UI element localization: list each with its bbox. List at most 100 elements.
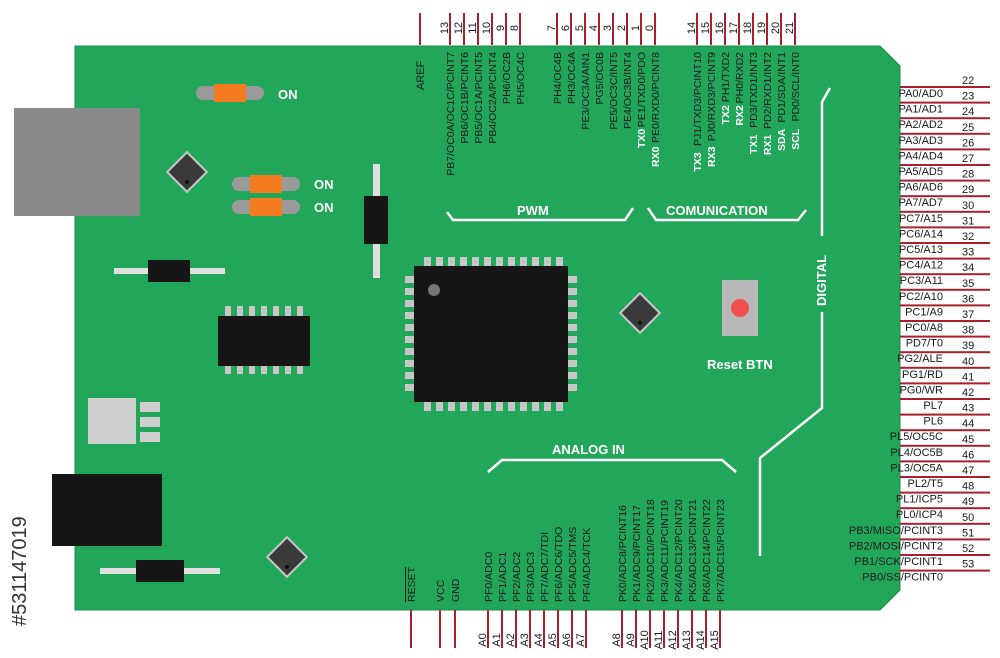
header-pin-21[interactable]: [794, 13, 796, 45]
header-pin-a5[interactable]: [557, 610, 559, 648]
header-pin-8[interactable]: [519, 13, 521, 45]
header-pin-a1[interactable]: [501, 610, 503, 648]
pin-function-50: PB3/MISO/PCINT3: [849, 525, 943, 537]
header-pin-a8[interactable]: [621, 610, 623, 648]
header-pin-a4[interactable]: [543, 610, 545, 648]
pin-number-39: 39: [962, 340, 974, 352]
header-pin-36[interactable]: [900, 304, 990, 307]
header-pin-13[interactable]: [449, 13, 451, 45]
pin-function-51: PB2/MOSI/PCINT2: [849, 540, 943, 552]
header-pin-49[interactable]: [900, 507, 990, 510]
header-pin-aref[interactable]: [419, 13, 421, 45]
header-pin-a7[interactable]: [585, 610, 587, 648]
header-pin-a12[interactable]: [677, 610, 679, 648]
header-pin-42[interactable]: [900, 398, 990, 400]
header-pin-12[interactable]: [463, 13, 465, 45]
header-pin-38[interactable]: [900, 335, 990, 338]
header-pin-41[interactable]: [900, 382, 990, 385]
header-pin-25[interactable]: [900, 132, 990, 135]
pin-function-a11: PK3/ADC11/PCINT19: [659, 500, 671, 602]
reset-button[interactable]: [722, 280, 758, 336]
pin-number-40: 40: [962, 356, 974, 368]
header-pin-17[interactable]: [738, 13, 740, 45]
header-pin-33[interactable]: [900, 257, 990, 260]
pin-function-40: PG1/RD: [902, 369, 943, 381]
pin-function-a2: PF2/ADC2: [511, 552, 523, 602]
header-pin-46[interactable]: [900, 460, 990, 463]
pin-number-53: 53: [962, 559, 974, 571]
header-pin-23[interactable]: [900, 101, 990, 104]
header-pin-14[interactable]: [696, 13, 698, 45]
pin-function-15: PJ0/RXD3/PCINT9: [706, 52, 718, 141]
header-pin-48[interactable]: [900, 491, 990, 494]
pin-function-43: PL6: [923, 416, 943, 428]
header-pin-40[interactable]: [900, 366, 990, 369]
pin-function-20: PD1/SDA/INT1: [776, 52, 788, 123]
header-pin-vcc[interactable]: [439, 610, 441, 648]
pin-function-25: PA3/AD3: [899, 135, 943, 147]
header-pin-37[interactable]: [900, 320, 990, 322]
header-pin-10[interactable]: [491, 13, 493, 45]
header-pin-1[interactable]: [640, 13, 642, 45]
header-pin-43[interactable]: [900, 413, 990, 416]
pin-number-50: 50: [962, 512, 974, 524]
header-pin-a11[interactable]: [663, 610, 665, 648]
header-pin-20[interactable]: [780, 13, 782, 45]
header-pin-2[interactable]: [626, 13, 628, 45]
header-pin-52[interactable]: [900, 554, 990, 556]
header-pin-a9[interactable]: [635, 610, 637, 648]
header-pin-9[interactable]: [505, 13, 507, 45]
header-pin-a14[interactable]: [705, 610, 707, 648]
pin-number-31: 31: [962, 215, 974, 227]
pin-function-19: PD2/RXD1/INT2: [762, 52, 774, 129]
header-pin-7[interactable]: [556, 13, 558, 45]
header-pin-11[interactable]: [477, 13, 479, 45]
pin-number-38: 38: [962, 325, 974, 337]
header-pin-24[interactable]: [900, 117, 990, 120]
header-pin-16[interactable]: [724, 13, 726, 45]
header-pin-gnd[interactable]: [454, 610, 456, 648]
header-pin-53[interactable]: [900, 569, 990, 572]
pin-tag-16: TX2: [720, 105, 732, 124]
pin-function-47: PL2/T5: [908, 478, 943, 490]
header-pin-34[interactable]: [900, 273, 990, 276]
header-pin-32[interactable]: [900, 242, 990, 244]
header-pin-18[interactable]: [752, 13, 754, 45]
header-pin-28[interactable]: [900, 179, 990, 182]
header-pin-3[interactable]: [612, 13, 614, 45]
pin-tag-15: RX3: [706, 146, 718, 167]
header-pin-a2[interactable]: [515, 610, 517, 648]
header-pin-35[interactable]: [900, 288, 990, 291]
header-pin-19[interactable]: [766, 13, 768, 45]
header-pin-50[interactable]: [900, 522, 990, 525]
header-pin-29[interactable]: [900, 195, 990, 198]
header-pin-44[interactable]: [900, 429, 990, 432]
power-jack: [52, 474, 162, 546]
pin-number-20: 20: [770, 22, 782, 34]
header-pin-39[interactable]: [900, 351, 990, 354]
header-pin-27[interactable]: [900, 164, 990, 166]
header-pin-0[interactable]: [654, 13, 656, 45]
pin-function-a3: PF3/ADC3: [525, 552, 537, 602]
header-pin-reset[interactable]: [410, 610, 412, 648]
header-pin-a6[interactable]: [571, 610, 573, 648]
header-pin-31[interactable]: [900, 226, 990, 229]
header-pin-15[interactable]: [710, 13, 712, 45]
pin-function-11: PB5/OC1A/PCINT5: [473, 52, 485, 144]
header-pin-a15[interactable]: [719, 610, 721, 648]
header-pin-51[interactable]: [900, 538, 990, 541]
header-pin-a3[interactable]: [529, 610, 531, 648]
header-pin-5[interactable]: [584, 13, 586, 45]
pin-number-a14: A14: [695, 630, 707, 650]
header-pin-4[interactable]: [598, 13, 600, 45]
header-pin-a0[interactable]: [487, 610, 489, 648]
header-pin-26[interactable]: [900, 148, 990, 151]
header-pin-47[interactable]: [900, 476, 990, 478]
header-pin-45[interactable]: [900, 444, 990, 447]
header-pin-30[interactable]: [900, 210, 990, 213]
header-pin-a13[interactable]: [691, 610, 693, 648]
header-pin-6[interactable]: [570, 13, 572, 45]
header-pin-a10[interactable]: [649, 610, 651, 648]
header-pin-22[interactable]: [900, 86, 990, 88]
pin-number-a15: A15: [709, 630, 721, 650]
